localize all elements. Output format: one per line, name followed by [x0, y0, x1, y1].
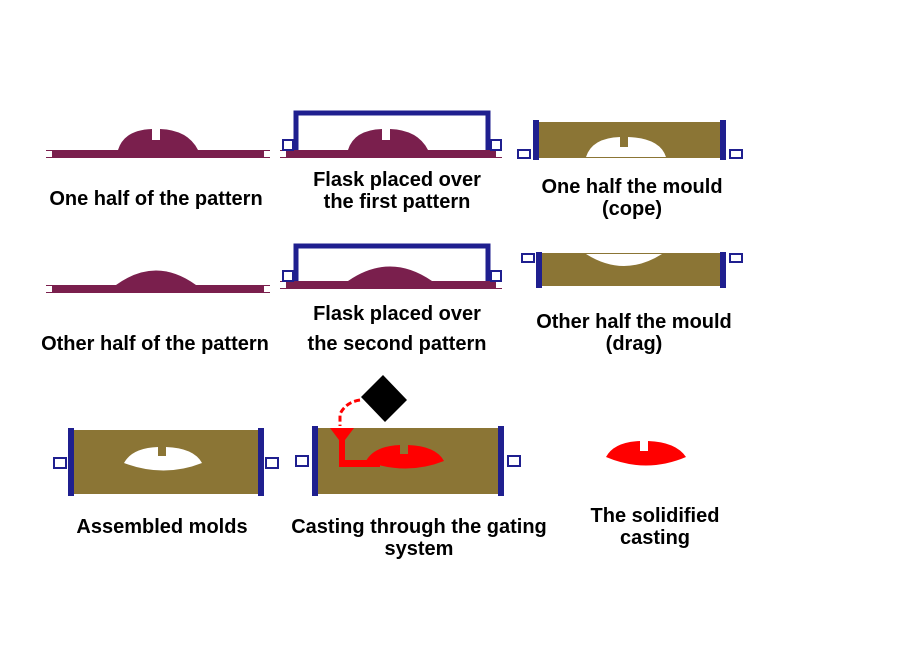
caption-step1: One half of the pattern [28, 188, 284, 210]
caption-line: One half of the pattern [49, 188, 263, 210]
board-end-left [46, 151, 52, 157]
caption-line: Casting through the gating [291, 516, 547, 538]
board-end-right [496, 282, 502, 288]
caption-step6: Other half the mould (drag) [514, 311, 754, 355]
flask-lug-left [282, 270, 294, 282]
flask-wall-left [312, 426, 318, 496]
caption-line: Flask placed over [313, 169, 481, 191]
caption-line: system [384, 538, 454, 560]
caption-step4: Other half of the pattern [22, 333, 288, 355]
caption-line: casting [619, 527, 691, 549]
pattern-board [46, 150, 270, 158]
step2-flask-over-first-pattern [280, 110, 502, 158]
pouring-stream [338, 398, 361, 426]
pattern-half-dome [116, 270, 196, 285]
pattern-board [280, 150, 502, 158]
caption-line: The solidified [590, 505, 720, 527]
flask-lug-left [521, 253, 535, 263]
board-end-left [280, 151, 286, 157]
board-end-right [496, 151, 502, 157]
mould-cavity [586, 137, 666, 157]
board-end-right [264, 286, 270, 292]
ladle-icon [361, 375, 407, 422]
flask-frame [293, 243, 491, 281]
flask-lug-left [295, 455, 309, 467]
caption-line: Flask placed over [313, 303, 481, 325]
flask-wall-right [720, 252, 726, 288]
step6-drag-mould [521, 252, 743, 288]
caption-step9: The solidified casting [570, 505, 740, 549]
molten-metal-cavity [366, 445, 444, 469]
caption-step2: Flask placed over the first pattern [286, 169, 508, 213]
caption-line: (drag) [605, 333, 663, 355]
pattern-board [46, 285, 270, 293]
step4-other-pattern-half [46, 270, 270, 293]
flask-lug-left [282, 139, 294, 151]
flask-lug-right [490, 270, 502, 282]
board-end-left [46, 286, 52, 292]
step5-flask-over-second-pattern [280, 243, 502, 289]
pattern-half-dome [348, 129, 428, 150]
flask-wall-left [533, 120, 539, 160]
flask-lug-right [729, 253, 743, 263]
flask-wall-left [68, 428, 74, 496]
board-end-left [280, 282, 286, 288]
caption-line: Other half of the pattern [41, 333, 269, 355]
flask-wall-right [258, 428, 264, 496]
pattern-half-dome [348, 266, 432, 281]
solidified-casting [606, 441, 686, 466]
flask-lug-right [729, 149, 743, 159]
step9-solidified-casting [606, 441, 686, 466]
flask-wall-right [498, 426, 504, 496]
caption-line: Assembled molds [76, 516, 248, 538]
caption-line: One half the mould [541, 176, 723, 198]
flask-wall-left [536, 252, 542, 288]
caption-step5: Flask placed over the second pattern [290, 303, 504, 355]
mould-cavity [586, 254, 662, 266]
flask-lug-right [507, 455, 521, 467]
flask-lug-right [490, 139, 502, 151]
caption-step3: One half the mould (cope) [512, 176, 752, 220]
flask-lug-left [53, 457, 67, 469]
caption-line: the first pattern [323, 191, 471, 213]
step7-assembled-molds [53, 428, 279, 496]
mould-cavity [124, 447, 202, 471]
board-end-right [264, 151, 270, 157]
flask-frame [293, 110, 491, 150]
step3-cope-mould [517, 120, 743, 160]
flask-lug-right [265, 457, 279, 469]
caption-step7: Assembled molds [56, 516, 268, 538]
pouring-basin [330, 428, 380, 467]
flask-lug-left [517, 149, 531, 159]
step1-pattern-half [46, 129, 270, 158]
flask-wall-right [720, 120, 726, 160]
caption-line: Other half the mould [536, 311, 732, 333]
pattern-board [280, 281, 502, 289]
caption-line: the second pattern [307, 333, 487, 355]
pattern-half-dome [118, 129, 198, 150]
caption-step8: Casting through the gating system [274, 516, 564, 560]
caption-line: (cope) [602, 198, 662, 220]
step8-casting-through-gating [295, 375, 521, 496]
